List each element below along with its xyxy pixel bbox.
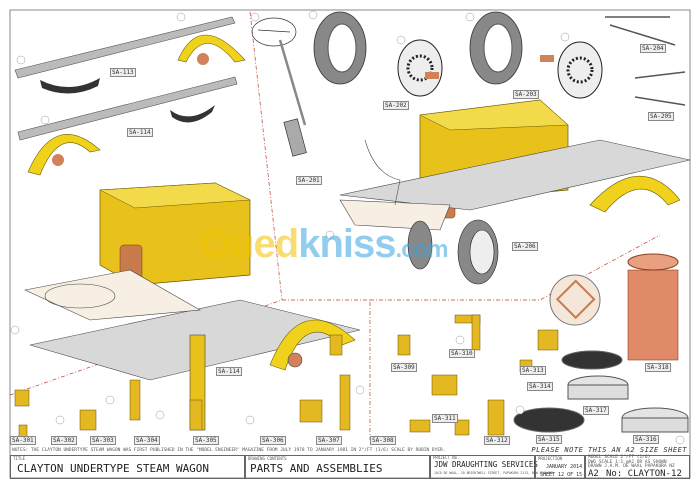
assembly-label: SA-202 <box>383 101 409 110</box>
company-name: JDW DRAUGHTING SERVICES <box>434 460 538 469</box>
assembly-label: SA-206 <box>512 242 538 251</box>
chassis-frame-left <box>24 269 361 431</box>
date: JANUARY 2014 <box>546 464 583 470</box>
balloon-callouts <box>10 10 685 445</box>
date-cell: PROJECTION JANUARY 2014 SHEET 12 OF 15 <box>535 455 585 479</box>
assembly-label: SA-309 <box>391 363 417 372</box>
assembly-label: SA-114 <box>127 128 153 137</box>
assembly-label: SA-317 <box>583 406 609 415</box>
watermark: Ouedkniss.com <box>200 222 449 272</box>
assembly-label: SA-316 <box>633 435 659 444</box>
drawing-number: No: CLAYTON-12 <box>606 468 682 479</box>
projection-caption: PROJECTION <box>538 456 563 461</box>
assembly-label: SA-313 <box>520 366 546 375</box>
title-caption: TITLE <box>13 456 26 461</box>
watermark-part1: Oued <box>200 222 299 266</box>
steering-rods <box>605 16 686 106</box>
title-cell: TITLE CLAYTON UNDERTYPE STEAM WAGON <box>10 455 245 479</box>
assembly-label: SA-311 <box>432 414 458 423</box>
company-address: JACO DE WAAL, 10 BRIGHTWELL STREET, PAPA… <box>434 471 553 475</box>
scale-cell: MODEL SCALE 2"/FT (1/6) DWG SCALE 1:1 @A… <box>585 455 690 479</box>
assembly-label: SA-314 <box>527 382 553 391</box>
assembly-label: SA-310 <box>449 349 475 358</box>
assembly-label: SA-312 <box>484 436 510 445</box>
assembly-label: SA-113 <box>110 68 136 77</box>
assembly-label: SA-302 <box>51 436 77 445</box>
tires <box>313 11 523 85</box>
project-caption: PROJECT No. <box>433 455 460 460</box>
drawn-by: DRAWN J.A.M. DE WAAL PAPAKURA NZ <box>588 464 675 469</box>
chassis-rail-sa113 <box>14 16 246 94</box>
assembly-label: SA-203 <box>513 90 539 99</box>
assembly-label: SA-308 <box>370 436 396 445</box>
assembly-label: SA-201 <box>296 176 322 185</box>
drawing-contents: PARTS AND ASSEMBLIES <box>250 462 383 475</box>
assembly-label: SA-114 <box>216 367 242 376</box>
boiler-parts <box>513 253 689 433</box>
contents-caption: DRAWING CONTENTS <box>248 456 287 461</box>
sheet-size-note: PLEASE NOTE THIS AN A2 SIZE SHEET <box>531 446 687 454</box>
watermark-part2: kniss <box>298 222 396 266</box>
assembly-label: SA-318 <box>645 363 671 372</box>
assembly-label: SA-307 <box>316 436 342 445</box>
sheet-size: A2 <box>588 468 599 479</box>
assembly-label: SA-205 <box>648 112 674 121</box>
drawing-scale: DWG SCALE 1:1 @A2 OR AS SHOWN <box>588 459 667 465</box>
drawing-title: CLAYTON UNDERTYPE STEAM WAGON <box>17 462 210 475</box>
notes: NOTES: THE CLAYTON UNDERTYPE STEAM WAGON… <box>12 448 446 453</box>
water-tank-left <box>99 182 251 286</box>
chassis-frame-right <box>339 139 691 285</box>
assembly-label: SA-204 <box>640 44 666 53</box>
assembly-label: SA-315 <box>536 435 562 444</box>
sheet-number: SHEET 12 OF 15 <box>540 472 583 478</box>
assembly-label: SA-305 <box>193 436 219 445</box>
model-scale: MODEL SCALE 2"/FT (1/6) <box>588 455 651 460</box>
assembly-label: SA-304 <box>134 436 160 445</box>
project-cell: PROJECT No. JDW DRAUGHTING SERVICES JACO… <box>430 455 553 479</box>
steering-wheel <box>251 17 307 157</box>
assembly-label: SA-301 <box>10 436 36 445</box>
assembly-label: SA-303 <box>90 436 116 445</box>
spoked-wheels <box>397 39 603 99</box>
chassis-rail-sa114 <box>17 76 238 176</box>
contents-cell: DRAWING CONTENTS PARTS AND ASSEMBLIES <box>245 455 430 479</box>
watermark-part3: .com <box>395 236 449 263</box>
assembly-label: SA-306 <box>260 436 286 445</box>
